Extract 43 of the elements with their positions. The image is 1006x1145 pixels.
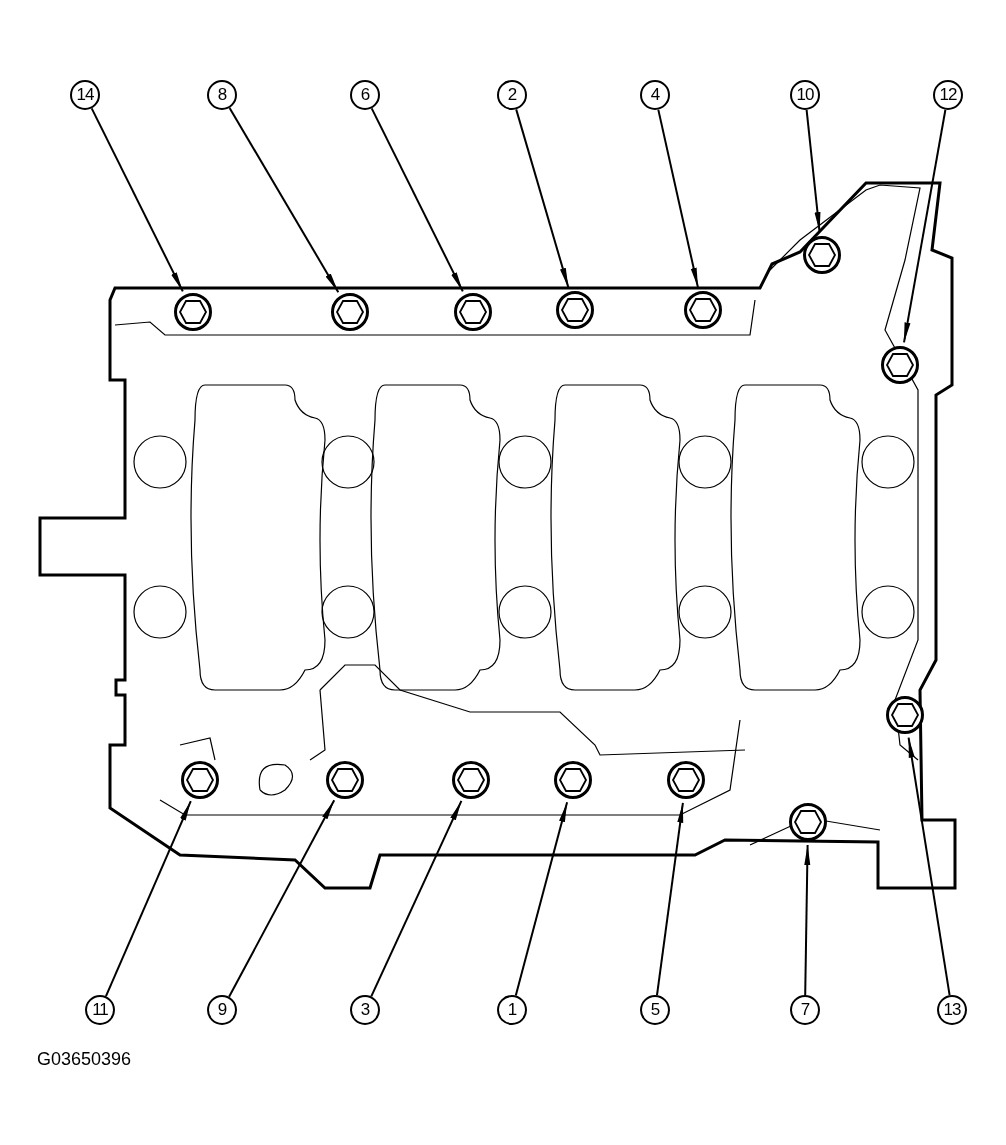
- leader-line: [907, 736, 951, 997]
- callout-number: 4: [640, 80, 670, 110]
- bolt-head: [881, 346, 919, 384]
- leader-line: [370, 107, 464, 293]
- callout-number: 8: [207, 80, 237, 110]
- bolt-head: [803, 236, 841, 274]
- callout-number: 6: [350, 80, 380, 110]
- leader-line: [805, 108, 821, 234]
- callout-number: 1: [497, 995, 527, 1025]
- callout-number: 5: [640, 995, 670, 1025]
- callout-number: 13: [937, 995, 967, 1025]
- bolt-head: [886, 696, 924, 734]
- callout-number: 2: [497, 80, 527, 110]
- leader-line: [804, 844, 811, 996]
- leader-line: [370, 799, 463, 998]
- leader-line: [105, 800, 192, 998]
- bolt-head: [554, 761, 592, 799]
- leader-line: [514, 801, 569, 997]
- callout-number: 9: [207, 995, 237, 1025]
- callout-number: 3: [350, 995, 380, 1025]
- leader-line: [228, 106, 340, 294]
- bolt-head: [667, 761, 705, 799]
- bolt-head: [331, 293, 369, 331]
- bolt-head: [789, 803, 827, 841]
- callout-number: 12: [933, 80, 963, 110]
- figure-code: G03650396: [37, 1049, 132, 1070]
- bolt-head: [326, 761, 364, 799]
- leader-line: [657, 108, 699, 289]
- callout-number: 10: [790, 80, 820, 110]
- leader-line: [656, 801, 684, 997]
- leader-line: [903, 108, 947, 344]
- leader-line: [90, 107, 184, 293]
- bolt-head: [556, 291, 594, 329]
- bolt-head: [684, 291, 722, 329]
- callout-number: 7: [790, 995, 820, 1025]
- callout-number: 11: [85, 995, 115, 1025]
- bolt-head: [174, 293, 212, 331]
- leader-line: [515, 108, 570, 289]
- bolt-head: [454, 293, 492, 331]
- bolt-head: [452, 761, 490, 799]
- bolt-head: [181, 761, 219, 799]
- callout-number: 14: [70, 80, 100, 110]
- leader-line: [228, 799, 336, 998]
